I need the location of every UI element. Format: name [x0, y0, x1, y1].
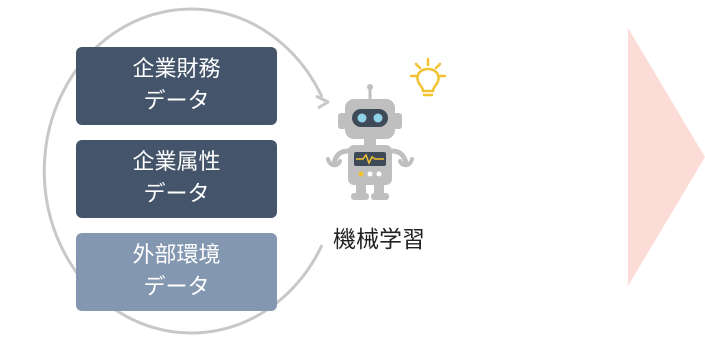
- data-box-line1: 企業属性: [132, 150, 221, 175]
- cycle-arrowhead: [315, 94, 330, 110]
- chevron-arrow-right: [628, 28, 705, 286]
- data-box-line2: データ: [143, 182, 210, 207]
- data-box-corporate-finance: 企業財務 データ: [76, 47, 277, 125]
- robot-label: 機械学習: [333, 227, 425, 253]
- robot-icon: [326, 57, 447, 200]
- data-box-corporate-attributes: 企業属性 データ: [76, 140, 277, 218]
- data-box-line2: データ: [143, 275, 210, 300]
- data-box-line1: 外部環境: [132, 243, 221, 268]
- data-box-line1: 企業財務: [132, 57, 221, 82]
- data-box-external-environment: 外部環境 データ: [76, 233, 277, 311]
- data-box-line2: データ: [143, 89, 210, 114]
- lightbulb-icon: [409, 57, 447, 97]
